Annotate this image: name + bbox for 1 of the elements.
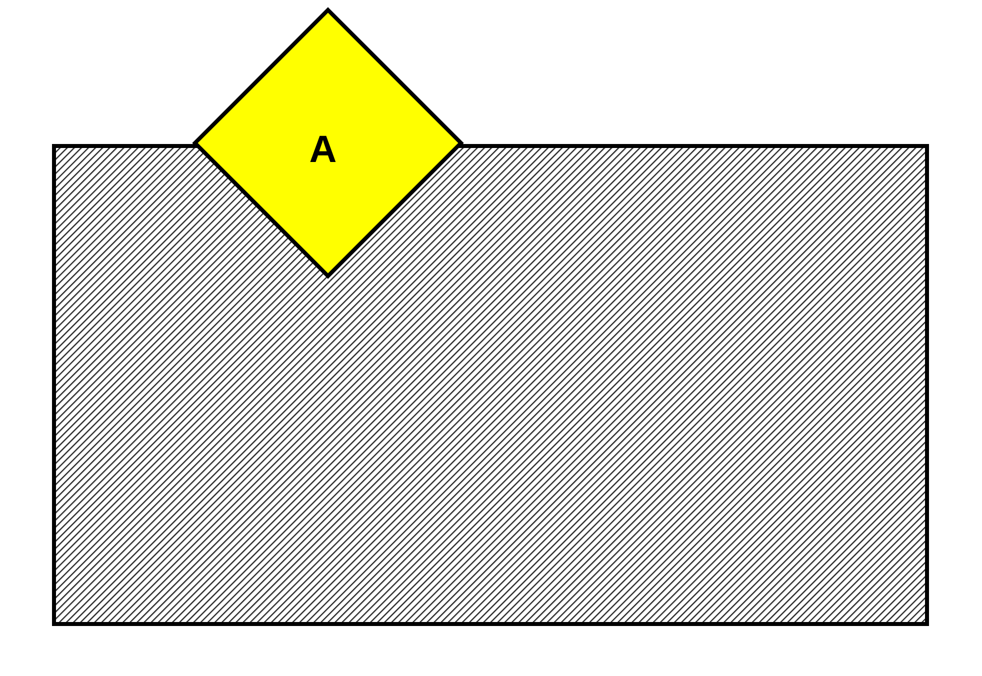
shape-label: A	[309, 128, 337, 172]
